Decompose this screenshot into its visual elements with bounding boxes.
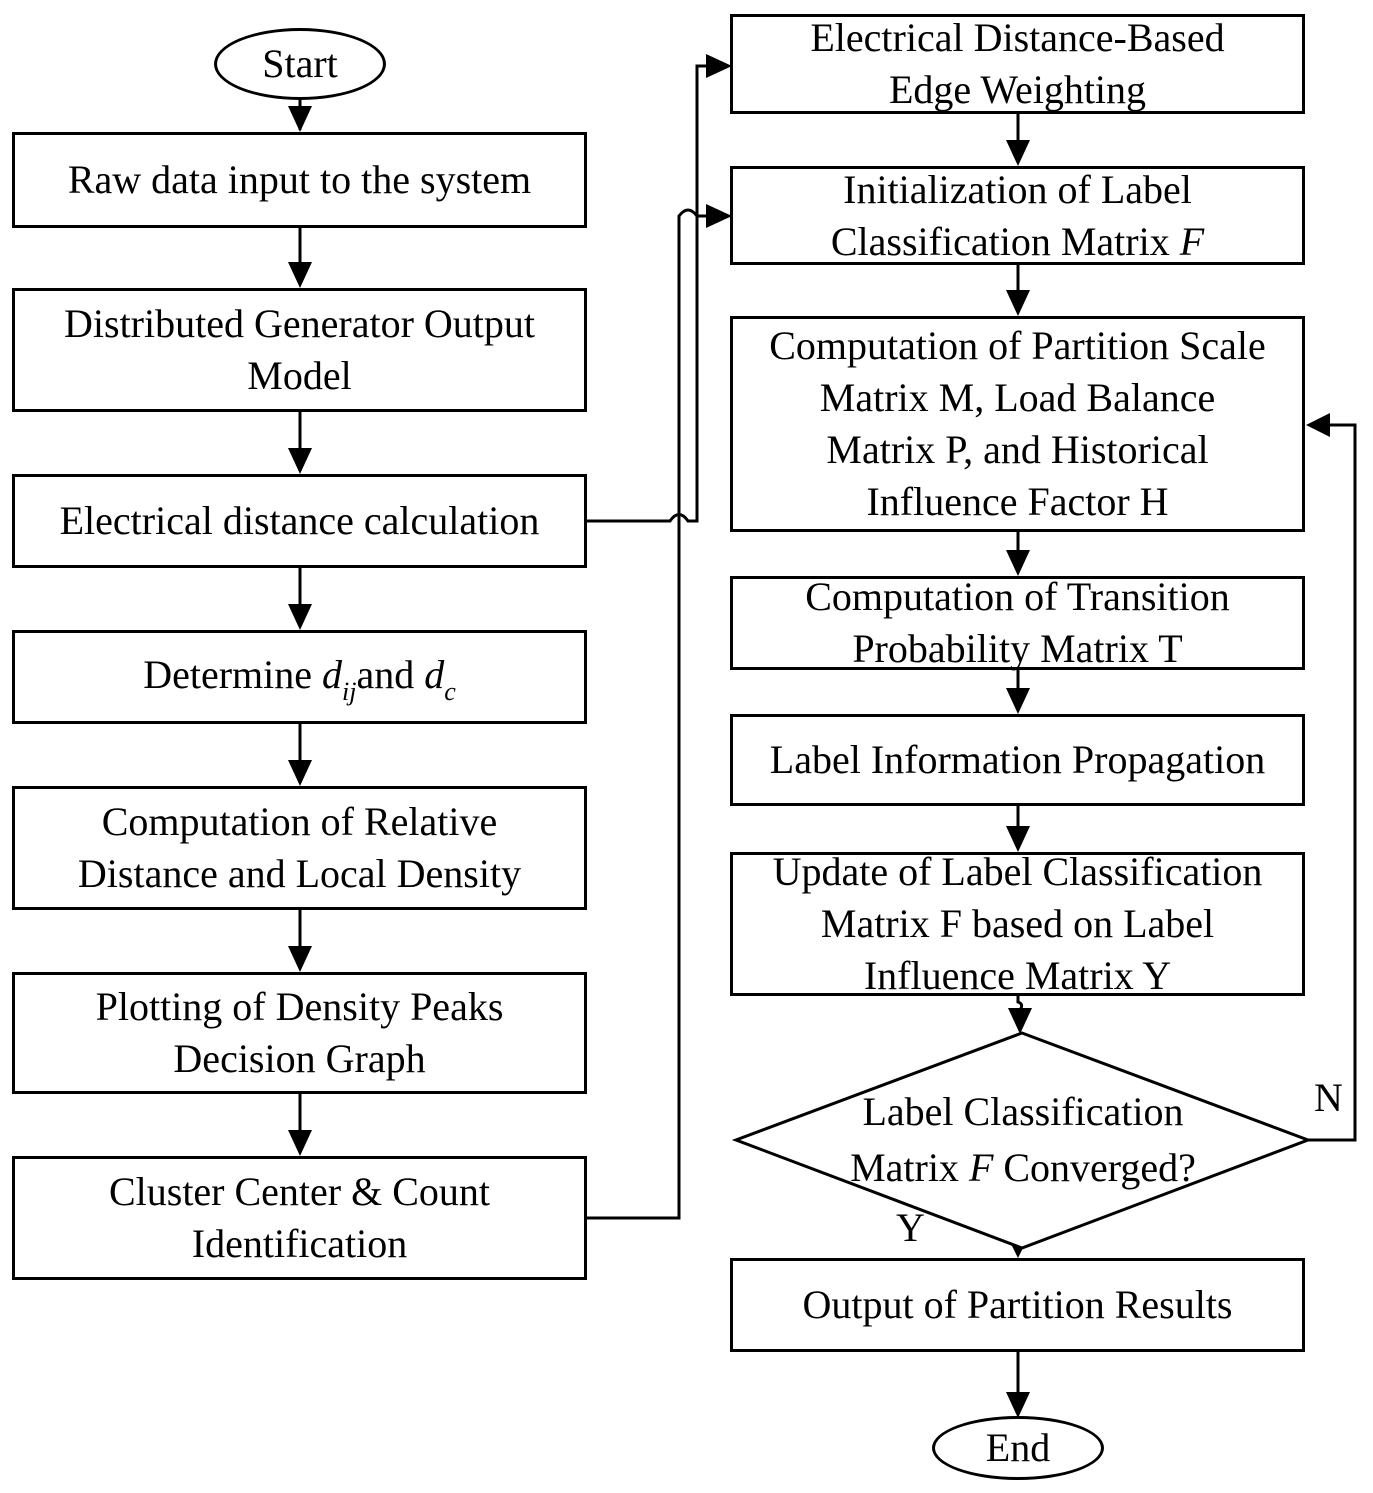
decision-diamond — [731, 1031, 1313, 1250]
init-label-line-2-text: Classification Matrix — [830, 218, 1180, 264]
determine-mid: and — [356, 651, 415, 697]
propagation-label: Label Information Propagation — [769, 737, 1266, 782]
var-f: F — [968, 1145, 994, 1190]
relative-distance-line-2: Distance and Local Density — [77, 851, 522, 896]
decision-line-2-pre: Matrix — [850, 1145, 969, 1190]
connector-elec-to-edge — [587, 64, 712, 523]
raw-data-box: Raw data input to the system — [12, 132, 587, 228]
arrowhead — [706, 54, 732, 78]
connector-cluster-to-init — [587, 208, 712, 1220]
var-d: d — [424, 651, 445, 697]
transition-line-2: Probability Matrix T — [852, 626, 1183, 671]
partition-scale-box: Computation of Partition Scale Matrix M,… — [730, 316, 1305, 532]
update-label-line-2: Matrix F based on Label — [820, 901, 1215, 946]
edge-weighting-line-2: Edge Weighting — [888, 67, 1147, 112]
partition-scale-line-2: Matrix M, Load Balance — [819, 375, 1216, 420]
determine-box: Determine dijand dc — [12, 630, 587, 724]
dg-output-model-box: Distributed Generator Output Model — [12, 288, 587, 412]
init-label-box: Initialization of Label Classification M… — [730, 166, 1305, 265]
cluster-center-line-2: Identification — [191, 1221, 408, 1266]
arrowhead — [1006, 550, 1030, 576]
propagation-box: Label Information Propagation — [730, 714, 1305, 806]
arrowhead — [288, 1130, 312, 1156]
connector-decision-no-loop — [1308, 423, 1357, 1142]
relative-distance-box: Computation of Relative Distance and Loc… — [12, 786, 587, 910]
start-label: Start — [262, 41, 338, 86]
var-d: d — [322, 651, 343, 697]
var-sub-ij: ij — [342, 676, 357, 706]
transition-box: Computation of Transition Probability Ma… — [730, 574, 1305, 671]
arrowhead — [1006, 826, 1030, 852]
electrical-distance-label: Electrical distance calculation — [59, 498, 540, 543]
decision-line-1: Label Classification — [862, 1089, 1184, 1134]
arrowhead — [1006, 140, 1030, 166]
var-sub-c: c — [444, 676, 456, 706]
edge-weighting-line-1: Electrical Distance-Based — [810, 15, 1225, 60]
cluster-center-box: Cluster Center & Count Identification — [12, 1156, 587, 1280]
dg-output-model-line-2: Model — [247, 353, 352, 398]
arrowhead — [1006, 1392, 1030, 1418]
arrowhead — [288, 946, 312, 972]
transition-line-1: Computation of Transition — [805, 574, 1230, 619]
arrowhead — [1008, 1008, 1032, 1034]
update-label-box: Update of Label Classification Matrix F … — [730, 849, 1305, 998]
arrowhead — [1006, 290, 1030, 316]
edge-label-yes: Y — [896, 1205, 925, 1250]
determine-prefix: Determine — [143, 651, 313, 697]
determine-label: Determine dijand dc — [143, 649, 456, 706]
density-peaks-line-2: Decision Graph — [173, 1036, 426, 1081]
partition-scale-line-1: Computation of Partition Scale — [769, 323, 1266, 368]
raw-data-label: Raw data input to the system — [67, 157, 532, 202]
output-label: Output of Partition Results — [802, 1282, 1233, 1327]
arrowhead — [706, 204, 732, 228]
update-label-line-3: Influence Matrix Y — [863, 953, 1172, 998]
decision-label: Label Classification Matrix F Converged? — [790, 1084, 1256, 1196]
var-f: F — [1179, 218, 1205, 264]
electrical-distance-box: Electrical distance calculation — [12, 474, 587, 568]
init-label-line-2: Classification Matrix F — [831, 216, 1204, 268]
cluster-center-line-1: Cluster Center & Count — [108, 1169, 491, 1214]
density-peaks-box: Plotting of Density Peaks Decision Graph — [12, 972, 587, 1094]
partition-scale-line-3: Matrix P, and Historical — [826, 427, 1209, 472]
arrowhead — [1006, 688, 1030, 714]
dg-output-model-line-1: Distributed Generator Output — [64, 301, 535, 346]
arrowhead — [288, 262, 312, 288]
decision-line-2: Matrix F Converged? — [790, 1140, 1256, 1196]
arrowhead — [1306, 413, 1330, 437]
partition-scale-line-4: Influence Factor H — [866, 479, 1169, 524]
init-label-line-1: Initialization of Label — [843, 166, 1192, 212]
density-peaks-line-1: Plotting of Density Peaks — [95, 984, 504, 1029]
arrowhead — [288, 604, 312, 630]
arrowhead — [288, 448, 312, 474]
arrowhead — [288, 106, 312, 132]
edge-weighting-box: Electrical Distance-Based Edge Weighting — [730, 14, 1305, 114]
decision-line-2-post: Converged? — [993, 1145, 1196, 1190]
output-box: Output of Partition Results — [730, 1258, 1305, 1352]
start-terminal: Start — [214, 28, 386, 100]
end-terminal: End — [932, 1416, 1104, 1480]
arrowhead — [288, 760, 312, 786]
update-label-line-1: Update of Label Classification — [772, 849, 1263, 894]
edge-label-no: N — [1314, 1075, 1343, 1120]
relative-distance-line-1: Computation of Relative — [101, 799, 498, 844]
end-label: End — [985, 1425, 1051, 1470]
